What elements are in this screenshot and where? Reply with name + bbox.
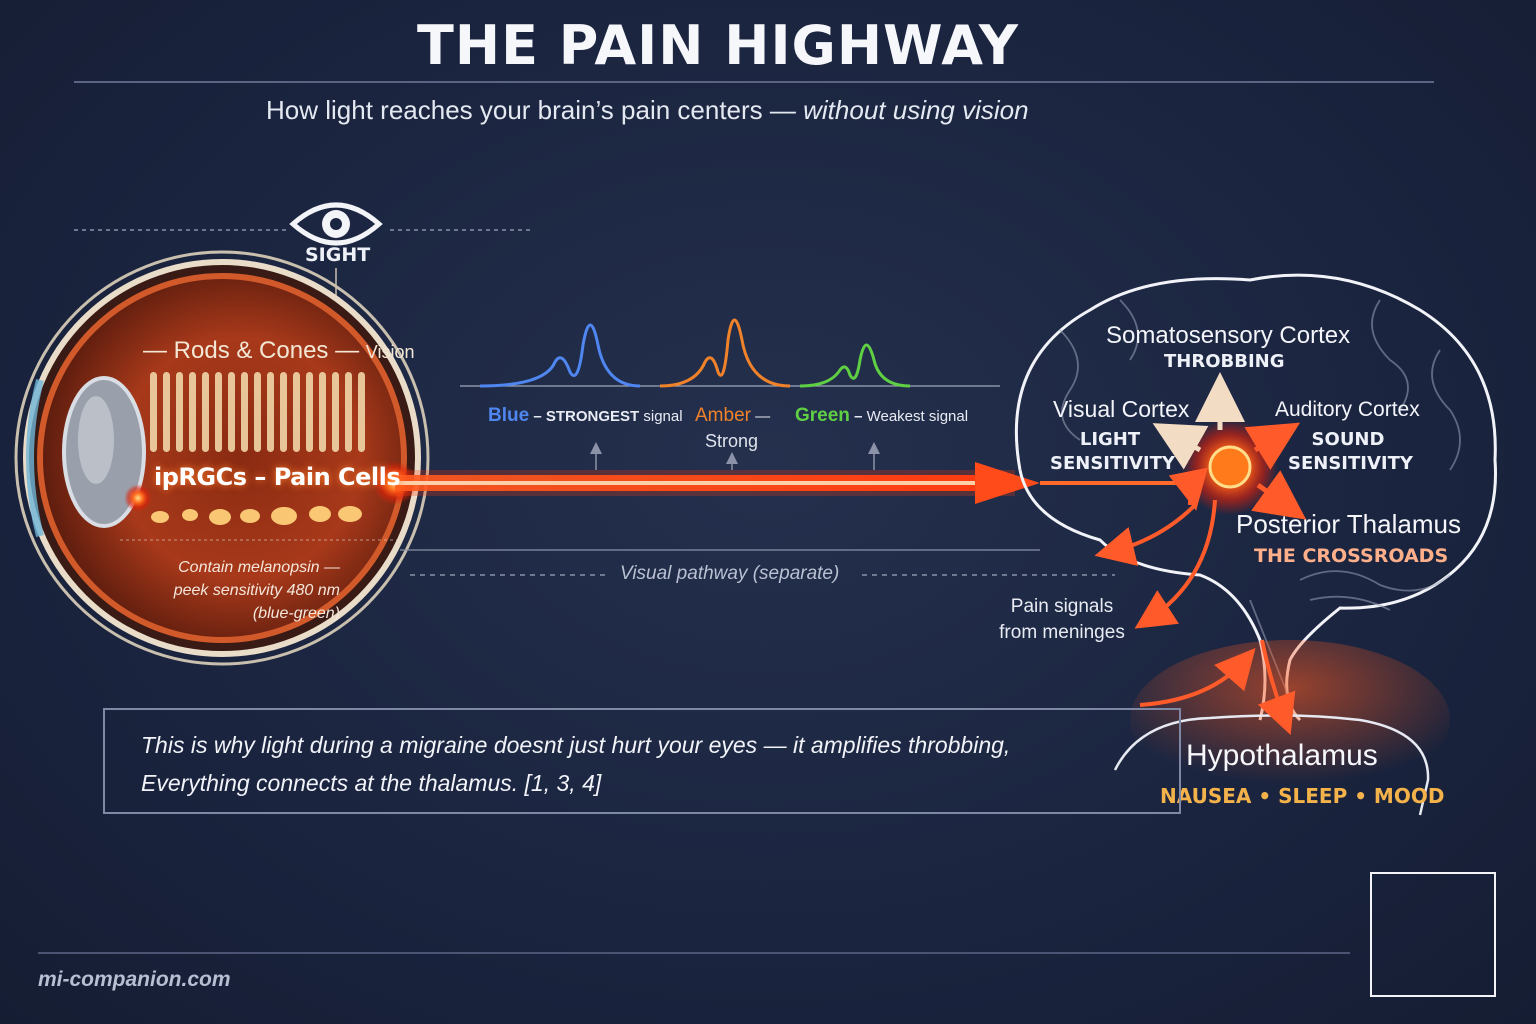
- pain-signals-line: Pain signals: [1010, 596, 1114, 617]
- blue-desc: STRONGEST: [545, 408, 640, 425]
- somatosensory-title: Somatosensory Cortex: [1106, 322, 1351, 349]
- blue-suffix: signal: [639, 408, 683, 425]
- blue-wavelength-label: Blue – STRONGEST signal: [488, 405, 683, 427]
- rods-cones-text: — Rods & Cones —: [143, 337, 360, 364]
- amber-sep: —: [750, 408, 771, 425]
- light-spectrum: [460, 318, 1000, 470]
- somatosensory-sub: THROBBING: [1164, 351, 1285, 372]
- thalamus-title: Posterior Thalamus: [1236, 509, 1461, 539]
- page-title: THE PAIN HIGHWAY: [417, 14, 1019, 77]
- iprgc-label: ipRGCs – Pain Cells: [154, 463, 401, 491]
- callout-box: This is why light during a migraine does…: [103, 708, 1181, 814]
- melanopsin-line: peek sensitivity 480 nm: [173, 582, 340, 599]
- visual-pathway-label: Visual pathway (separate): [620, 563, 840, 584]
- thalamus-hub: [1094, 372, 1307, 735]
- callout-line: This is why light during a migraine does…: [141, 732, 1011, 758]
- thalamus-sub: THE CROSSROADS: [1254, 545, 1449, 567]
- green-desc: Weakest signal: [866, 408, 969, 425]
- blue-sep: –: [529, 408, 546, 425]
- amber-wavelength-label: Amber —: [695, 405, 770, 427]
- hypothalamus-sub: NAUSEA • SLEEP • MOOD: [1160, 784, 1445, 808]
- sight-label: SIGHT: [305, 244, 371, 266]
- footer-site: mi-companion.com: [38, 968, 231, 991]
- melanopsin-line: (blue-green): [252, 605, 340, 622]
- blue-name: Blue: [488, 405, 530, 426]
- visual-pathway-line: [400, 549, 1115, 576]
- pain-signals-label: Pain signals from meninges: [992, 594, 1132, 646]
- melanopsin-note: Contain melanopsin — peek sensitivity 48…: [130, 556, 340, 625]
- page-subtitle: How light reaches your brain’s pain cent…: [266, 95, 1029, 126]
- pain-signals-line: from meninges: [999, 622, 1125, 643]
- footer-divider: [38, 952, 1350, 954]
- amber-desc: Strong: [705, 431, 759, 451]
- amber-name: Amber: [695, 405, 751, 426]
- title-divider: [74, 81, 1434, 83]
- visual-cortex-sub: LIGHT SENSITIVITY: [1050, 428, 1175, 476]
- vision-label: Vision: [365, 342, 415, 362]
- auditory-cortex-sub: SOUND SENSITIVITY: [1288, 428, 1413, 476]
- auditory-cortex-sub-line: SENSITIVITY: [1288, 453, 1413, 474]
- green-wavelength-label: Green – Weakest signal: [795, 405, 968, 427]
- rods-cones-label: — Rods & Cones — Vision: [143, 337, 414, 365]
- callout-line: Everything connects at the thalamus. [1,…: [141, 770, 602, 796]
- eye-icon: [74, 202, 530, 330]
- green-name: Green: [795, 405, 850, 426]
- eyeball-cross-section: [14, 250, 430, 666]
- visual-cortex-sub-line: LIGHT: [1079, 429, 1141, 450]
- auditory-cortex-sub-line: SOUND: [1311, 429, 1385, 450]
- pain-signal-beam: [395, 462, 1190, 504]
- auditory-cortex-title: Auditory Cortex: [1275, 398, 1420, 421]
- subtitle-emphasis: without using vision: [803, 95, 1029, 125]
- subtitle-main: How light reaches your brain’s pain cent…: [266, 95, 804, 125]
- visual-cortex-title: Visual Cortex: [1053, 396, 1190, 422]
- green-sep: –: [849, 408, 867, 425]
- visual-cortex-sub-line: SENSITIVITY: [1050, 453, 1175, 474]
- hypothalamus-title: Hypothalamus: [1186, 739, 1378, 772]
- melanopsin-line: Contain melanopsin —: [178, 559, 340, 576]
- corner-placeholder-box: [1370, 872, 1496, 997]
